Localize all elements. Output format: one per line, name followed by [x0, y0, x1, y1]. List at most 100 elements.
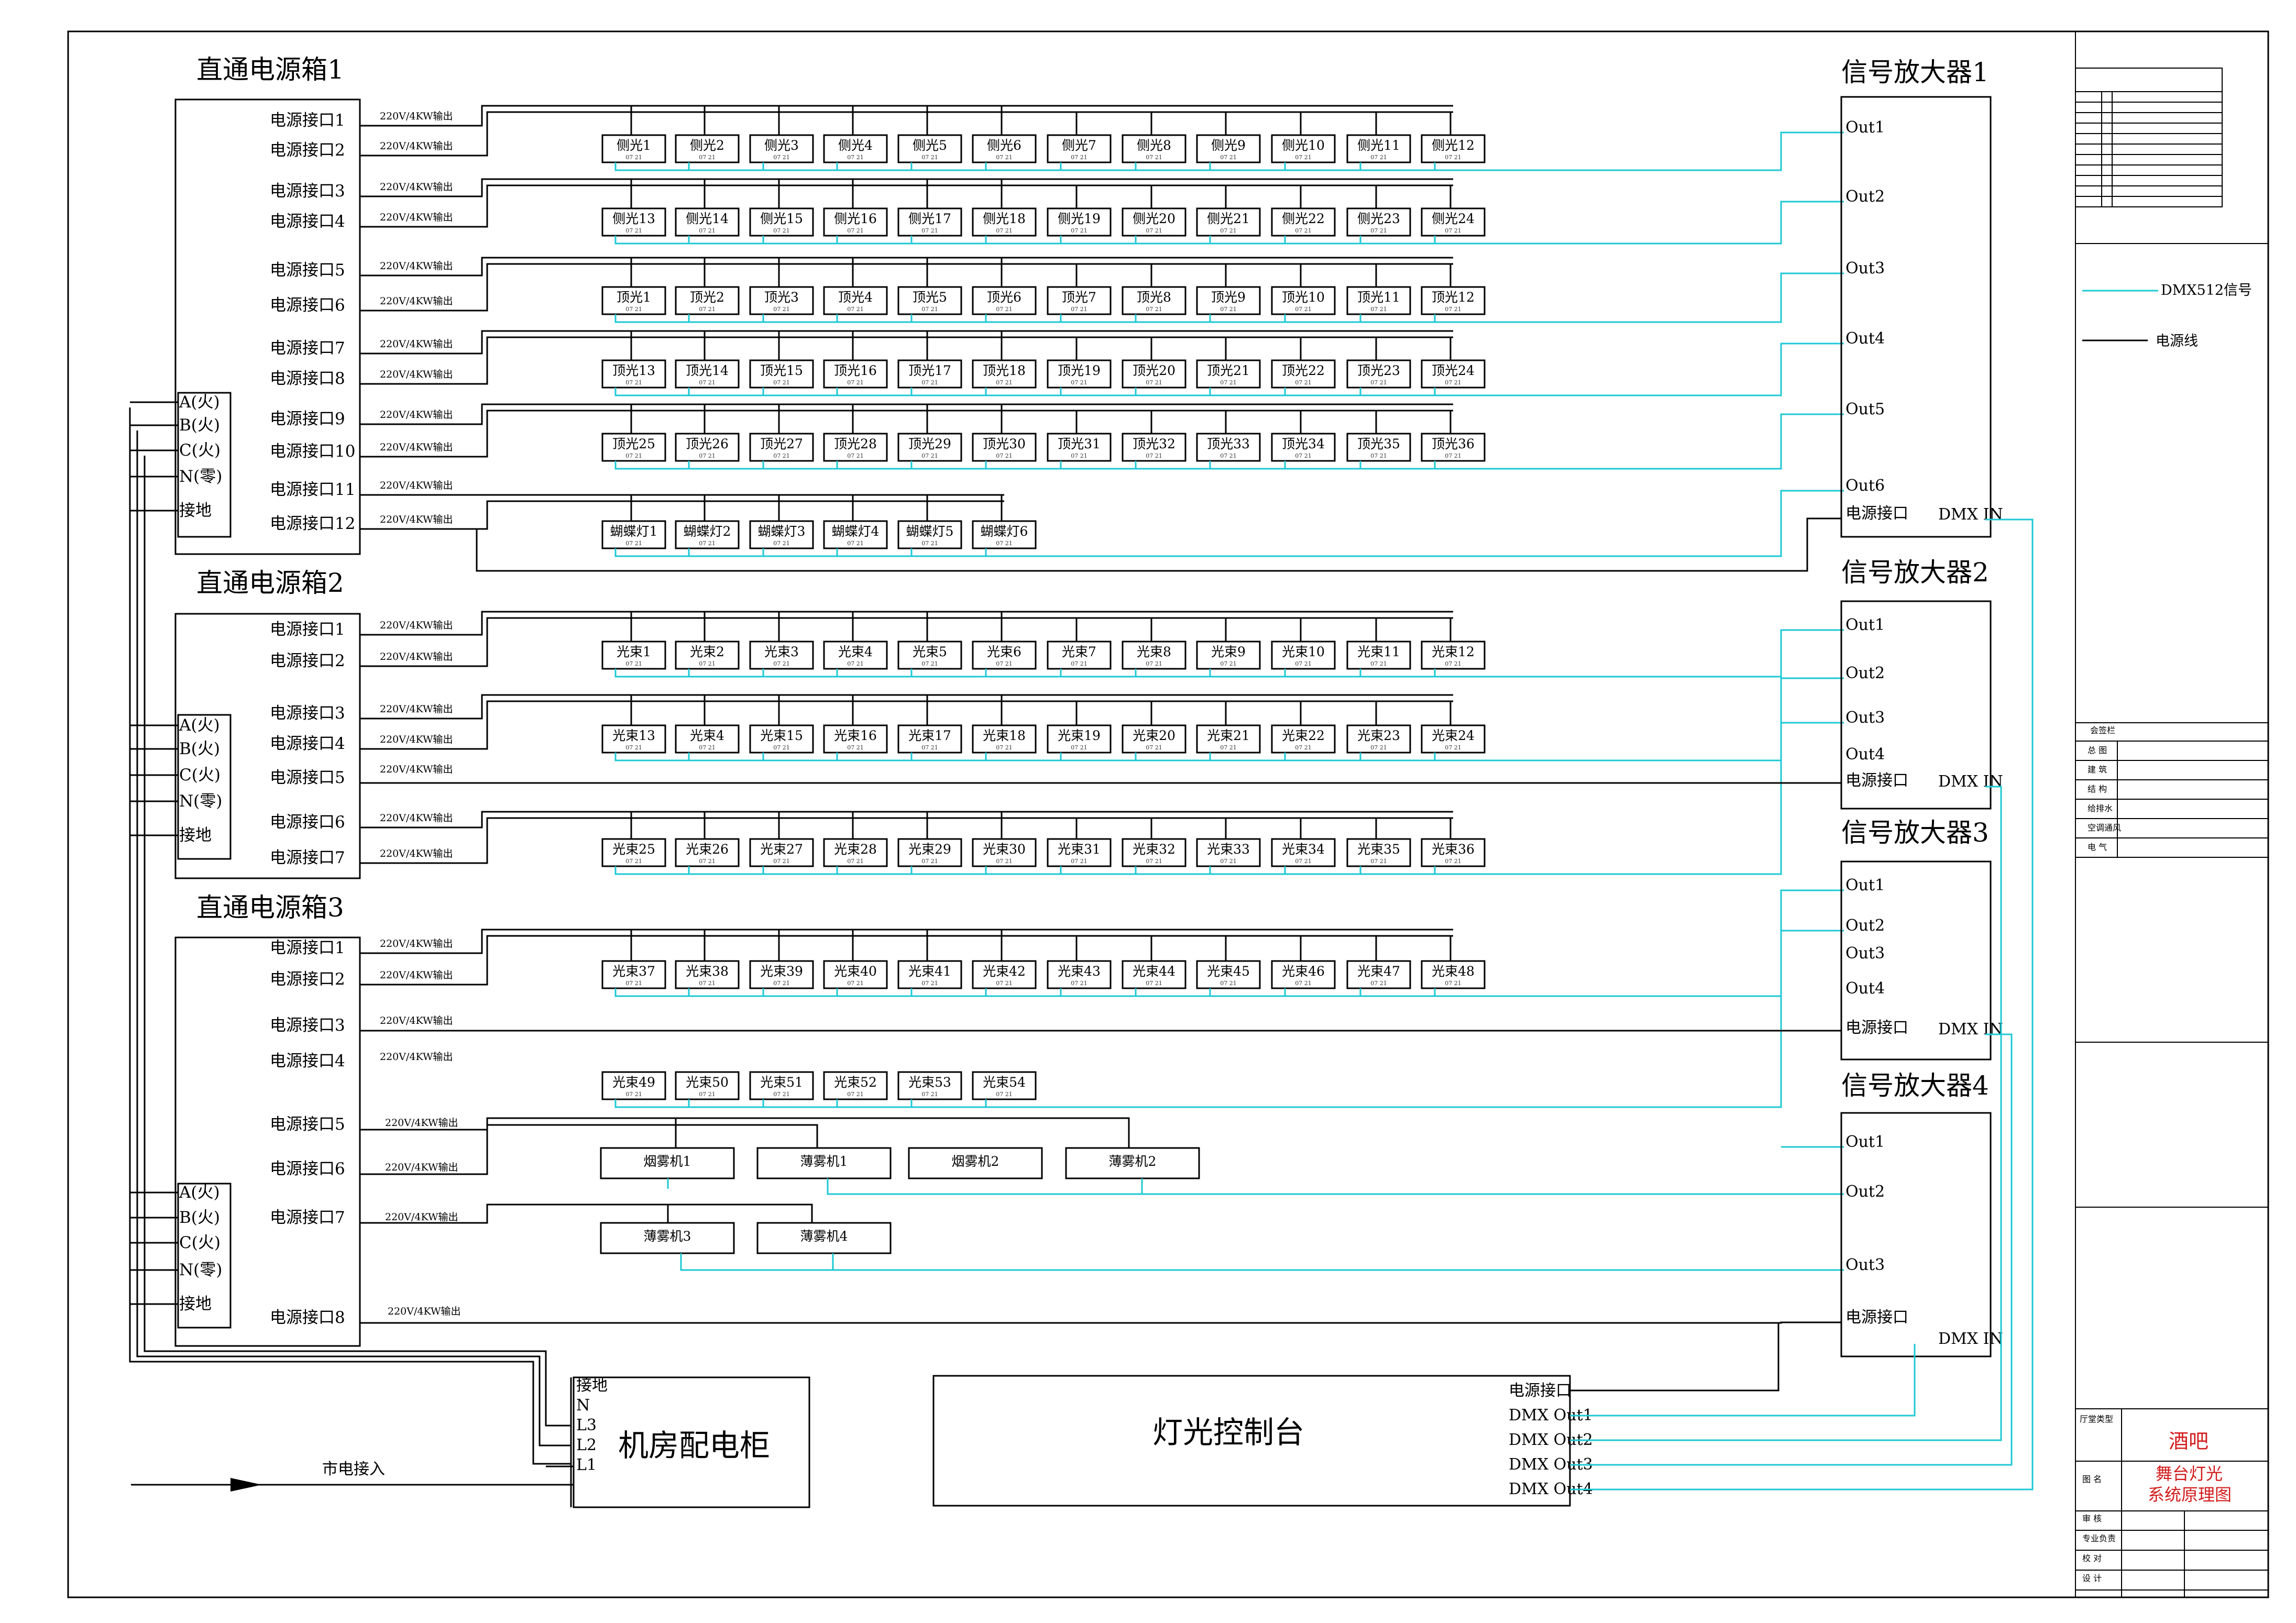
console-port-label: 电源接口	[1509, 1382, 1572, 1400]
amplifier-out-label: Out1	[1845, 616, 1885, 634]
power-feed-line	[360, 1124, 818, 1175]
fixture-label: 光束18	[983, 728, 1026, 743]
fixture-box	[823, 359, 888, 389]
fixture-label: 光束53	[908, 1075, 951, 1090]
fixture-box	[749, 960, 814, 989]
fixture-dmx-address: 07 21	[699, 1091, 716, 1098]
fixture-label: 顶光11	[1357, 290, 1400, 305]
fixture-dmx-address: 07 21	[996, 379, 1013, 386]
fixture-label: 侧光17	[908, 211, 951, 226]
fixture-box	[972, 724, 1037, 754]
fixture-box	[1346, 960, 1411, 989]
fixture-box	[972, 207, 1037, 237]
amplifier-out-label: Out6	[1845, 477, 1885, 495]
power-feed-line	[360, 694, 1453, 720]
fixture-label: 光束42	[983, 964, 1026, 979]
fixture-box	[972, 960, 1037, 989]
fixture-dmx-address: 07 21	[996, 306, 1013, 313]
cabinet-terminal: L1	[576, 1456, 597, 1474]
fixture-label: 侧光10	[1282, 138, 1325, 153]
fixture-box	[897, 134, 962, 163]
fixture-dmx-address: 07 21	[1370, 227, 1387, 234]
power-box-title: 直通电源箱2	[196, 568, 344, 598]
fixture-box	[1196, 838, 1261, 867]
fixture-box	[1346, 134, 1411, 163]
fixture-dmx-address: 07 21	[1146, 154, 1162, 161]
fixture-box	[749, 520, 814, 549]
drawing-title-2: 系统原理图	[2148, 1485, 2232, 1505]
fixture-dmx-address: 07 21	[847, 660, 864, 667]
l3-bus	[144, 456, 571, 1427]
amplifier-title: 信号放大器1	[1841, 57, 1989, 87]
fixture-dmx-address: 07 21	[1370, 452, 1387, 459]
fixture-box	[749, 286, 814, 315]
fog-machine-label: 薄雾机1	[800, 1154, 848, 1169]
power-output-label: 220V/4KW输出	[380, 938, 453, 949]
fixture-box	[601, 433, 666, 462]
fog-machine-label: 烟雾机1	[644, 1154, 691, 1169]
power-output-label: 220V/4KW输出	[380, 441, 453, 453]
power-port-label: 电源接口4	[270, 1052, 345, 1070]
fixture-box	[1122, 724, 1187, 754]
fixture-box	[897, 641, 962, 670]
amplifier-box	[1840, 600, 1992, 810]
fixture-label: 光束30	[983, 842, 1026, 857]
fixture-label: 光束16	[834, 728, 877, 743]
fixture-label: 侧光20	[1133, 211, 1176, 226]
power-port-label: 电源接口1	[270, 620, 345, 639]
fixture-box	[601, 286, 666, 315]
fixture-box	[675, 134, 740, 163]
fixture-label: 顶光30	[983, 436, 1026, 451]
fixture-label: 顶光34	[1282, 436, 1325, 451]
fixture-label: 顶光23	[1357, 363, 1400, 378]
fixture-dmx-address: 07 21	[699, 858, 716, 865]
power-feed-line	[360, 263, 1453, 312]
fixture-label: 侧光19	[1058, 211, 1101, 226]
fixture-box	[897, 207, 962, 237]
fixture-dmx-address: 07 21	[847, 540, 864, 547]
fixture-label: 光束20	[1133, 728, 1176, 743]
fixture-dmx-address: 07 21	[773, 540, 790, 547]
fixture-box	[749, 134, 814, 163]
amplifier-title: 信号放大器3	[1841, 818, 1989, 848]
fixture-dmx-address: 07 21	[847, 227, 864, 234]
fixture-dmx-address: 07 21	[996, 980, 1013, 987]
power-output-label: 220V/4KW输出	[380, 260, 453, 272]
fixture-label: 顶光29	[908, 436, 951, 451]
sign-row-label: 建 筑	[2088, 765, 2107, 775]
power-output-label: 220V/4KW输出	[380, 1051, 453, 1063]
amplifier-power-label: 电源接口	[1845, 1308, 1908, 1327]
fixture-dmx-address: 07 21	[1071, 660, 1087, 667]
fixture-label: 侧光12	[1432, 138, 1475, 153]
fixture-label: 光束48	[1432, 964, 1475, 979]
fixture-dmx-address: 07 21	[921, 980, 938, 987]
fixture-box	[823, 641, 888, 670]
fixture-label: 顶光2	[690, 290, 724, 305]
fixture-box	[1421, 359, 1486, 389]
fixture-dmx-address: 07 21	[996, 227, 1013, 234]
fixture-box	[823, 838, 888, 867]
fixture-dmx-address: 07 21	[625, 154, 642, 161]
fixture-box	[1421, 134, 1486, 163]
dmx-chain	[614, 272, 1844, 323]
fixture-box	[1346, 286, 1411, 315]
fixture-label: 顶光25	[612, 436, 655, 451]
sign-row-label: 总 图	[2088, 745, 2107, 755]
fixture-label: 光束50	[686, 1075, 729, 1090]
fixture-label: 蝴蝶灯2	[684, 524, 731, 539]
power-feed-line	[360, 817, 1453, 864]
fixture-dmx-address: 07 21	[625, 379, 642, 386]
sign-row-label: 给排水	[2088, 803, 2113, 813]
fixture-dmx-address: 07 21	[847, 154, 864, 161]
fixture-box	[1421, 960, 1486, 989]
phase-label: B(火)	[179, 1208, 220, 1227]
phase-label: 接地	[179, 501, 212, 520]
fixture-box	[1346, 207, 1411, 237]
power-output-label: 220V/4KW输出	[380, 620, 453, 631]
power-output-label: 220V/4KW输出	[388, 1306, 461, 1317]
fixture-label: 光束2	[690, 644, 724, 659]
fixture-dmx-address: 07 21	[1071, 858, 1087, 865]
fixture-label: 顶光22	[1282, 363, 1325, 378]
fixture-box	[823, 207, 888, 237]
fixture-box	[1047, 960, 1112, 989]
